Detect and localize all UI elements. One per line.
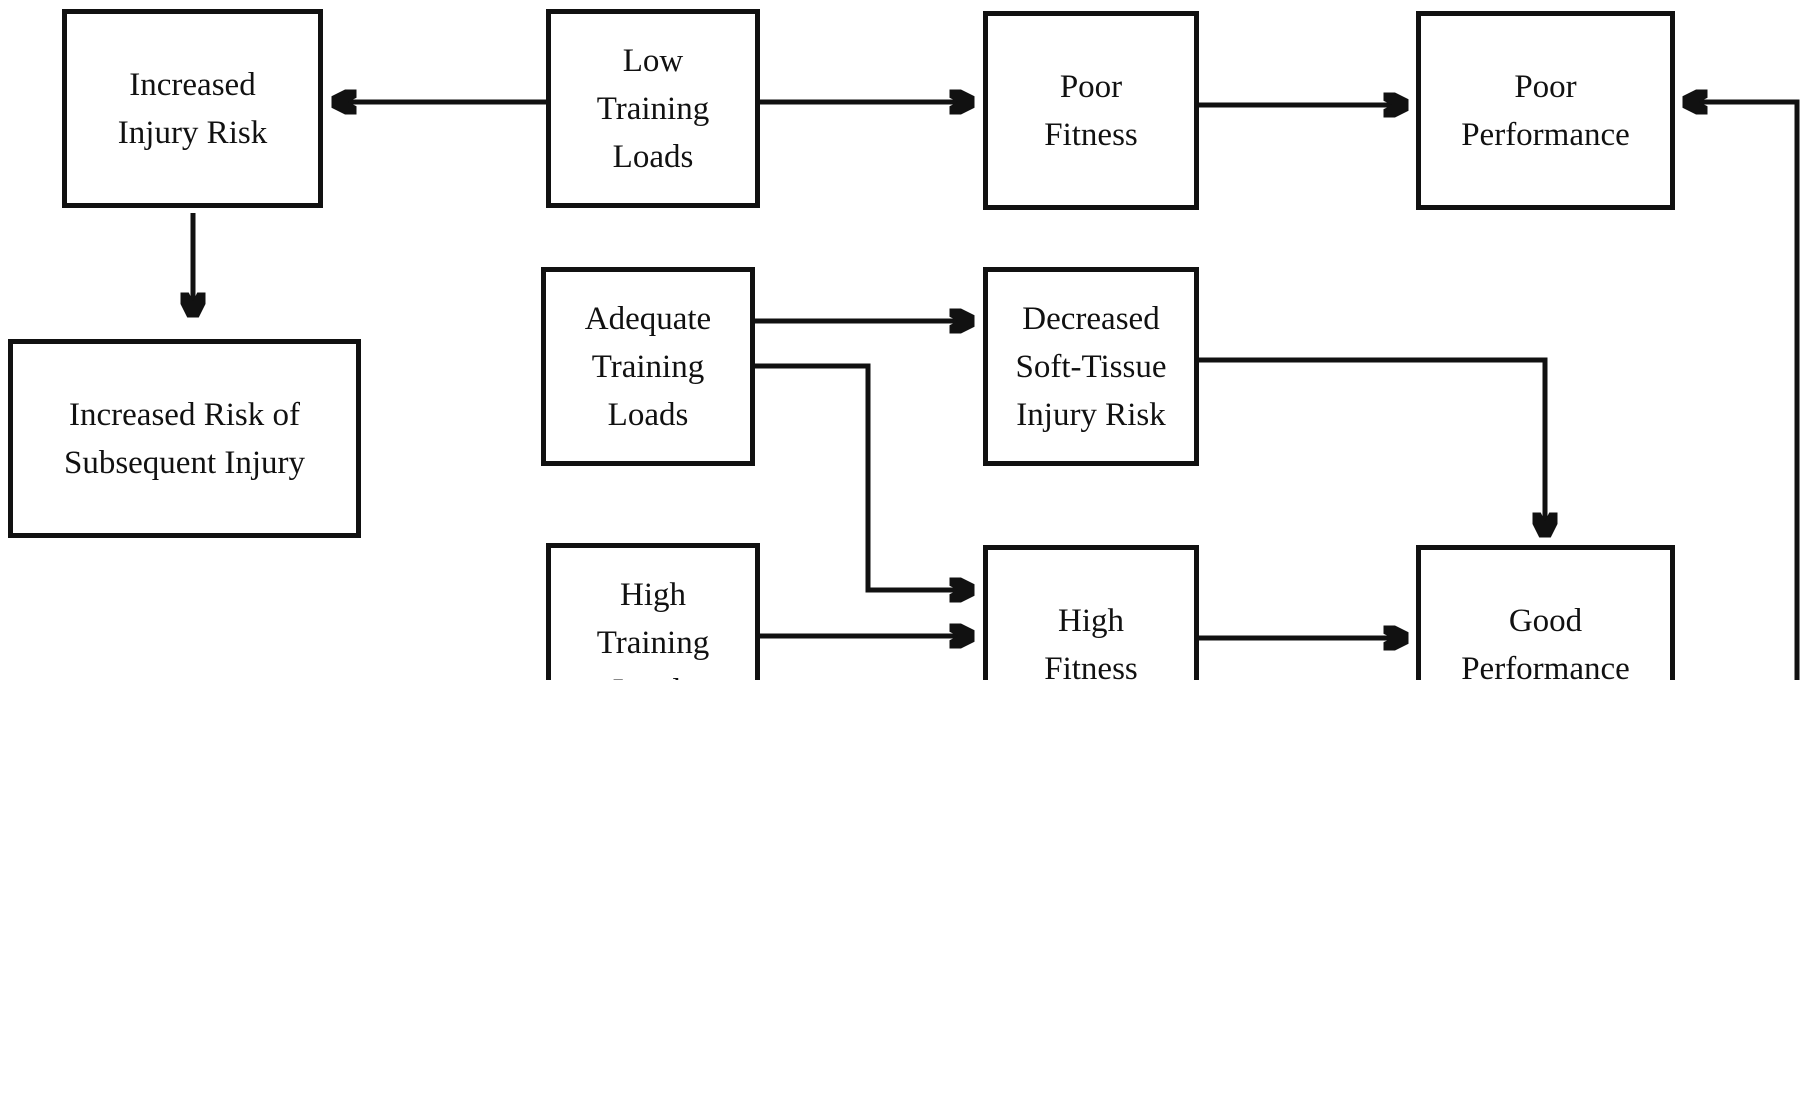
box-good-performance: Good Performance	[1416, 545, 1675, 680]
box-label: Increased Injury Risk	[117, 66, 268, 151]
box-decreased-soft-tissue-injury-risk: Decreased Soft-Tissue Injury Risk	[983, 267, 1199, 466]
box-label: Good Performance	[1461, 602, 1630, 681]
box-adequate-training-loads: Adequate Training Loads	[541, 267, 755, 466]
box-label: Poor Performance	[1461, 68, 1630, 153]
box-label: High Training Loads	[596, 576, 710, 681]
box-label: Low Training Loads	[596, 42, 710, 175]
box-increased-injury-risk: Increased Injury Risk	[62, 9, 323, 208]
box-high-fitness: High Fitness	[983, 545, 1199, 680]
box-increased-risk-subsequent-injury: Increased Risk of Subsequent Injury	[8, 339, 361, 538]
box-label: Adequate Training Loads	[584, 300, 712, 433]
box-label: Poor Fitness	[1044, 68, 1138, 153]
box-high-training-loads: High Training Loads	[546, 543, 760, 680]
arrow-layer	[0, 0, 1800, 680]
box-poor-fitness: Poor Fitness	[983, 11, 1199, 210]
arrow-adequate-loads-to-high-fitness	[755, 363, 972, 590]
box-label: Decreased Soft-Tissue Injury Risk	[1015, 300, 1167, 433]
box-poor-performance: Poor Performance	[1416, 11, 1675, 210]
box-label: High Fitness	[1044, 602, 1138, 681]
flow-diagram: Increased Injury Risk Low Training Loads…	[0, 0, 1800, 680]
box-label: Increased Risk of Subsequent Injury	[63, 396, 306, 481]
arrow-decreased-risk-to-good-performance	[1199, 357, 1545, 535]
arrow-return-to-poor-performance	[1685, 102, 1800, 680]
box-low-training-loads: Low Training Loads	[546, 9, 760, 208]
